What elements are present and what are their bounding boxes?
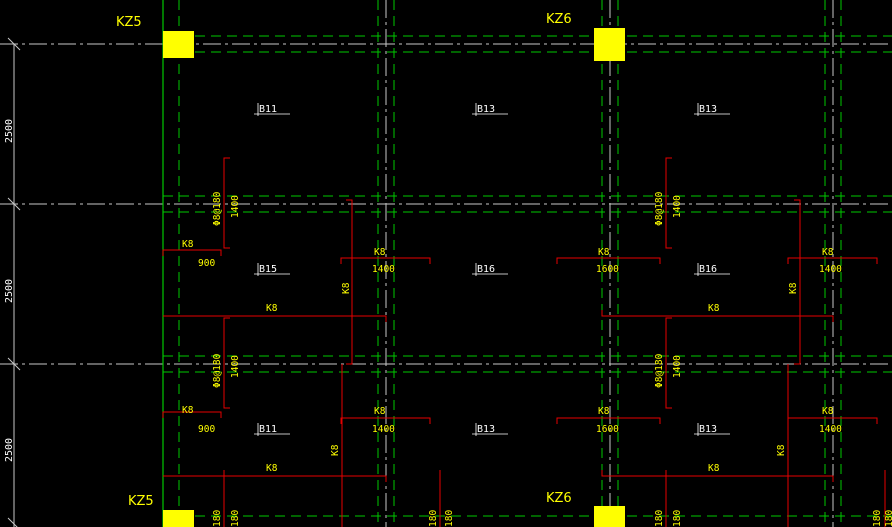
- slab-label: B13: [699, 424, 717, 435]
- slab-marker: B15: [254, 263, 290, 276]
- columns: [163, 28, 625, 527]
- slab-marker: B13: [472, 103, 508, 116]
- rebar-spec: K8: [822, 247, 834, 258]
- column-kz5-top[interactable]: [163, 31, 194, 58]
- slab-label: B15: [259, 264, 277, 275]
- slab-label: B13: [477, 424, 495, 435]
- rebar-length: 1400: [819, 424, 842, 435]
- rebar-spec: K8: [341, 282, 352, 294]
- rebar-spec: K8: [374, 406, 386, 417]
- column-label: KZ5: [116, 15, 142, 30]
- support-bar-length: 1400: [230, 355, 241, 378]
- support-bar-spec: Φ8@180: [212, 353, 223, 388]
- cut-label: 180: [672, 510, 683, 527]
- column-label: KZ5: [128, 494, 154, 509]
- slab-label: B13: [477, 104, 495, 115]
- column-label: KZ6: [546, 491, 572, 506]
- slab-marker: B13: [694, 103, 730, 116]
- slab-label: B16: [477, 264, 495, 275]
- cut-label: 180: [872, 510, 883, 527]
- rebar-spec: K8: [266, 303, 278, 314]
- dimension-label: 2500: [4, 438, 15, 462]
- slab-label: B16: [699, 264, 717, 275]
- support-bar-length: 1400: [672, 195, 683, 218]
- dimension-chain: [7, 37, 21, 527]
- rebar-length: 1400: [819, 264, 842, 275]
- rebar-vertical-tags: K8 K8 K8 K8: [330, 282, 799, 456]
- column-kz5-bottom[interactable]: [163, 510, 194, 527]
- cut-label: 180: [212, 510, 223, 527]
- cut-label: 180: [444, 510, 455, 527]
- rebar-length: 1400: [372, 264, 395, 275]
- rebar-length: 900: [198, 258, 215, 269]
- column-label: KZ6: [546, 12, 572, 27]
- support-bar-spec: Φ8@180: [654, 353, 665, 388]
- column-kz6-bottom[interactable]: [594, 506, 625, 527]
- rebar-length: 1600: [596, 264, 619, 275]
- cut-label: 180: [654, 510, 665, 527]
- rebar-length: 1400: [372, 424, 395, 435]
- rebar-spec: K8: [776, 444, 787, 456]
- column-kz6-top[interactable]: [594, 28, 625, 61]
- bottom-cut-labels: 180 180 180 180 180 180 180 180: [212, 510, 892, 527]
- slab-labels: B11 B13 B13 B15 B16 B16 B11 B13: [254, 103, 730, 436]
- slab-marker: B16: [694, 263, 730, 276]
- cut-label: 180: [230, 510, 241, 527]
- support-bar-spec: Φ8@180: [212, 191, 223, 226]
- support-bar-labels: Φ8@180 1400 Φ8@180 1400 Φ8@180 1400 Φ8@1…: [212, 191, 683, 388]
- support-bar-length: 1400: [230, 195, 241, 218]
- slab-marker: B11: [254, 423, 290, 436]
- dimension-label: 2500: [4, 279, 15, 303]
- rebar-spec: K8: [182, 405, 194, 416]
- rebar-spec: K8: [330, 444, 341, 456]
- rebar-spec: K8: [598, 406, 610, 417]
- slab-marker: B16: [472, 263, 508, 276]
- support-bar-spec: Φ8@180: [654, 191, 665, 226]
- slab-marker: B13: [694, 423, 730, 436]
- column-labels: KZ5 KZ6 KZ5 KZ6: [116, 12, 572, 509]
- rebar-spec: K8: [182, 239, 194, 250]
- rebar-spec: K8: [598, 247, 610, 258]
- cut-label: 180: [884, 510, 892, 527]
- rebar-lines: [162, 157, 886, 527]
- slab-marker: B11: [254, 103, 290, 116]
- rebar-spec: K8: [266, 463, 278, 474]
- slab-label: B11: [259, 104, 277, 115]
- slab-label: B13: [699, 104, 717, 115]
- rebar-spec: K8: [708, 463, 720, 474]
- rebar-length: 1600: [596, 424, 619, 435]
- support-bar-length: 1400: [672, 355, 683, 378]
- slab-marker: B13: [472, 423, 508, 436]
- dimension-label: 2500: [4, 119, 15, 143]
- rebar-length: 900: [198, 424, 215, 435]
- cut-label: 180: [428, 510, 439, 527]
- rebar-tags: K8 900 K8 1400 K8 1600 K8 1400 K8 K8 K8 …: [182, 239, 842, 474]
- rebar-spec: K8: [708, 303, 720, 314]
- slab-label: B11: [259, 424, 277, 435]
- rebar-spec: K8: [822, 406, 834, 417]
- beam-lines: [162, 0, 892, 527]
- rebar-spec: K8: [788, 282, 799, 294]
- dimension-labels: 2500 2500 2500: [4, 119, 15, 462]
- rebar-spec: K8: [374, 247, 386, 258]
